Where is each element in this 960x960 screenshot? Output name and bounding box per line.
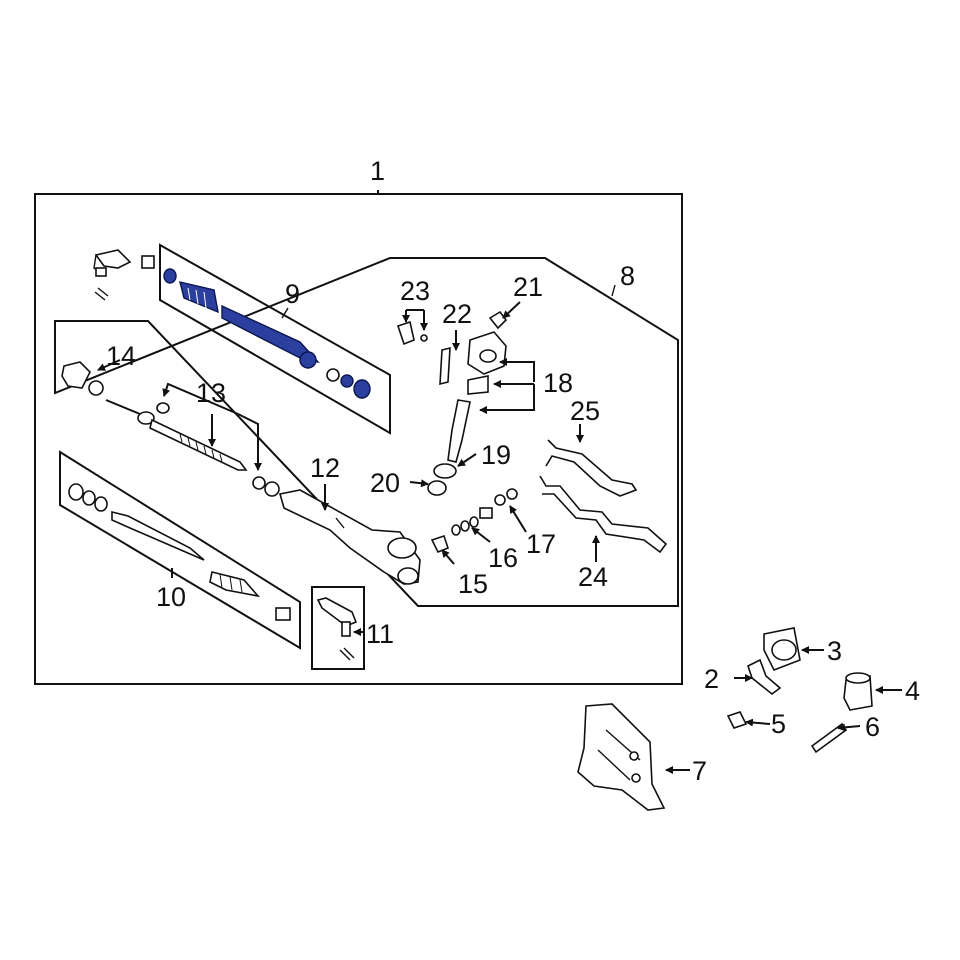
callout-25: 25 [570,396,600,426]
callout-12: 12 [310,453,340,483]
rack-shaft-part [105,399,280,497]
callout-16: 16 [488,543,518,573]
tie-rod-end-part [316,597,358,661]
callout-8: 8 [620,261,635,291]
inner-tie-rod-panel [59,450,301,650]
callout-10: 10 [156,582,186,612]
callout-17: 17 [526,529,556,559]
callout-22: 22 [442,299,472,329]
callout-4: 4 [905,676,920,706]
splash-shield-part [577,703,666,811]
tie-rod-end-box [311,586,365,670]
callout-15: 15 [458,569,488,599]
outer-tie-rod-panel [159,243,391,435]
assembly-frame [34,190,683,685]
mount-bushing-part [763,627,801,672]
outer-tie-rod-end-part [93,249,155,301]
callout-9: 9 [285,279,300,309]
rubber-bushing-part [843,672,873,711]
callout-20: 20 [370,468,400,498]
rack-bushing-part [61,361,104,396]
callout-11: 11 [366,619,394,649]
callout-14: 14 [106,341,136,371]
valve-housing-panel [54,257,679,607]
callout-labels: 1 2 3 4 5 6 7 8 9 10 11 12 13 14 15 16 1… [106,156,920,786]
callout-1: 1 [370,156,385,186]
callout-6: 6 [865,712,880,742]
callout-24: 24 [578,562,608,592]
control-valve-part [396,310,508,496]
callout-13: 13 [196,378,226,408]
callout-23: 23 [400,276,430,306]
rack-housing-part [278,489,421,585]
seal-set-part [430,488,518,554]
callout-2: 2 [704,664,719,694]
inner-tie-rod-part [68,483,291,621]
callout-21: 21 [513,272,543,302]
callout-18: 18 [543,368,573,398]
callout-3: 3 [827,636,842,666]
mount-nut-part [726,711,748,729]
leader-lines [97,284,902,774]
callout-7: 7 [692,756,707,786]
callout-5: 5 [771,709,786,739]
pressure-pipe-part [539,439,668,554]
highlighted-rack-boot-part[interactable] [163,268,371,399]
callout-19: 19 [481,440,511,470]
